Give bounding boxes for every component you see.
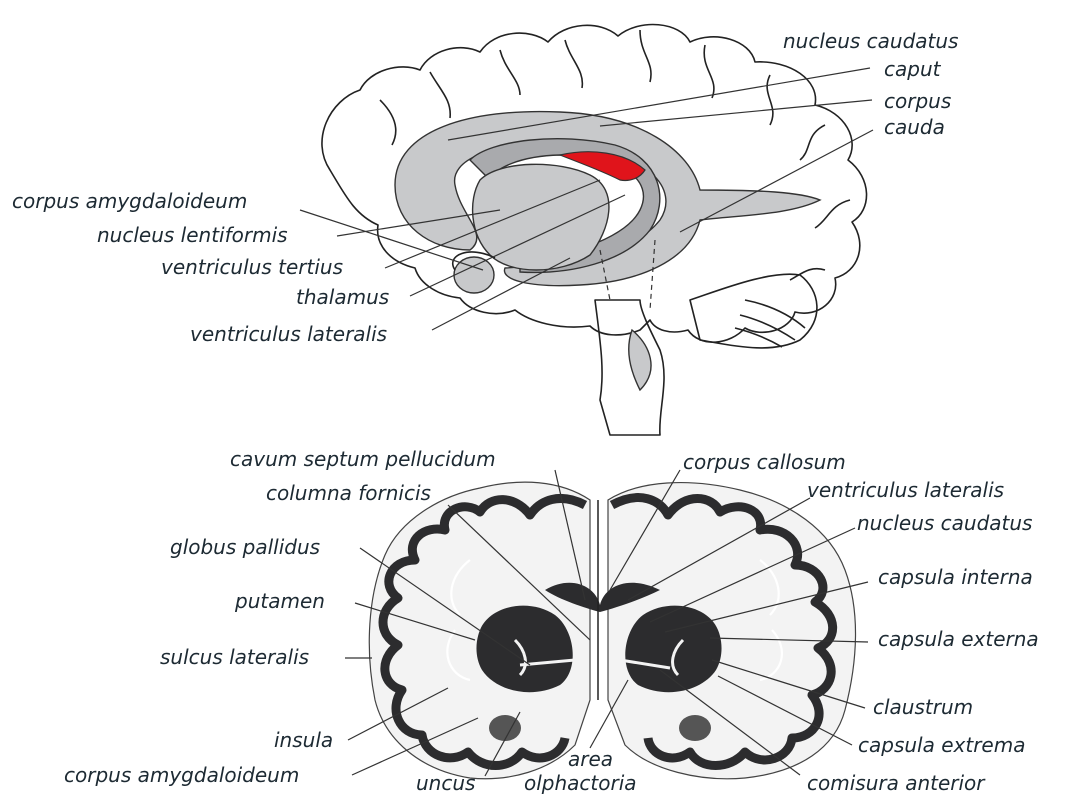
label-globus-pallidus: globus pallidus	[170, 535, 320, 559]
label-nucleus-caudatus-bottom: nucleus caudatus	[857, 511, 1032, 535]
brainstem	[595, 300, 664, 435]
label-capsula-interna: capsula interna	[878, 565, 1033, 589]
label-olphactoria: olphactoria	[524, 771, 637, 794]
label-area: area	[568, 747, 613, 771]
label-ventriculus-tertius: ventriculus tertius	[161, 255, 343, 279]
lateral-brain-view	[322, 25, 867, 435]
cerebellum	[690, 274, 817, 348]
right-amygdala	[679, 715, 711, 741]
label-corpus-callosum: corpus callosum	[683, 450, 846, 474]
label-corpus-amygdaloideum-top: corpus amygdaloideum	[12, 189, 247, 213]
label-ventriculus-lateralis-top: ventriculus lateralis	[190, 322, 387, 346]
label-comisura-anterior: comisura anterior	[807, 771, 986, 794]
label-ventriculus-lateralis-bottom: ventriculus lateralis	[807, 478, 1004, 502]
label-nucleus-caudatus-top: nucleus caudatus	[783, 29, 958, 53]
label-uncus: uncus	[416, 771, 475, 794]
label-putamen: putamen	[234, 589, 325, 613]
label-thalamus: thalamus	[296, 285, 389, 309]
nucleus-lentiformis-shape	[473, 164, 609, 270]
right-basal-ganglia	[625, 606, 721, 693]
label-claustrum: claustrum	[873, 695, 973, 719]
label-cauda: cauda	[884, 115, 945, 139]
fourth-ventricle	[629, 330, 651, 390]
label-cavum-septum-pellucidum: cavum septum pellucidum	[230, 447, 496, 471]
label-capsula-externa: capsula externa	[878, 627, 1039, 651]
label-insula: insula	[274, 728, 333, 752]
label-corpus: corpus	[884, 89, 951, 113]
label-sulcus-lateralis: sulcus lateralis	[160, 645, 309, 669]
label-nucleus-lentiformis: nucleus lentiformis	[97, 223, 288, 247]
label-corpus-amygdaloideum-bottom: corpus amygdaloideum	[64, 763, 299, 787]
label-caput: caput	[884, 57, 942, 81]
left-basal-ganglia	[476, 606, 572, 693]
label-capsula-extrema: capsula extrema	[858, 733, 1025, 757]
label-columna-fornicis: columna fornicis	[266, 481, 431, 505]
